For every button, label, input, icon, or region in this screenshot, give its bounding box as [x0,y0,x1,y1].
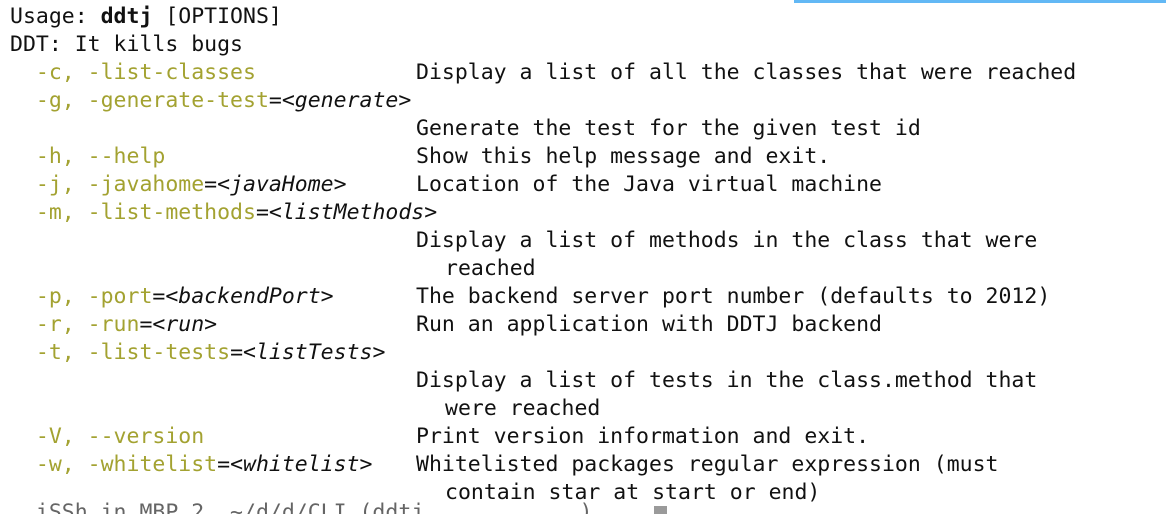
option-flags: -t, -list-tests [35,340,231,365]
option-description: Print version information and exit. [416,424,870,449]
option-description: Display a list of methods in the class t… [416,228,1038,253]
option-arg: <javaHome> [217,172,347,197]
option-eq: = [152,284,166,309]
option-description: The backend server port number (defaults… [416,284,1051,309]
option-flags: -c, -list-classes [35,60,256,85]
option-description-cont: reached [445,256,536,281]
option-description-cont: contain star at start or end) [445,480,821,505]
option-arg: <generate> [281,88,412,113]
option-row: -g, -generate-test=<generate> [10,87,1166,115]
option-arg: <listTests> [243,340,386,365]
option-row: -h, --help Show this help message and exi… [10,143,1166,171]
option-description-continuation: reached [10,255,1166,283]
option-description-row: Display a list of methods in the class t… [10,227,1166,255]
option-arg: <listMethods> [268,200,438,225]
option-row: -c, -list-classes Display a list of all t… [10,59,1166,87]
shell-prompt: iSSh in MBP 2 ~/d/d/CLI (ddtj ..........… [10,500,619,514]
option-description-cont: were reached [445,396,601,421]
usage-suffix: [OPTIONS] [152,4,282,29]
option-description-row: Generate the test for the given test id [10,115,1166,143]
option-flags: -p, -port [35,284,153,309]
usage-line: Usage: ddtj [OPTIONS] [10,3,1166,31]
option-flags: -V, --version [35,424,205,449]
option-eq: = [217,452,231,477]
option-flags: -m, -list-methods [35,200,256,225]
option-eq: = [204,172,218,197]
option-arg: <run> [152,312,218,337]
usage-prefix: Usage: [10,4,101,29]
option-eq: = [139,312,153,337]
option-description-row: Display a list of tests in the class.met… [10,367,1166,395]
option-row: -p, -port=<backendPort> The backend serve… [10,283,1166,311]
command-name: ddtj [100,4,153,29]
option-description-continuation: contain star at start or end) [10,479,1166,507]
option-description: Location of the Java virtual machine [416,172,882,197]
option-arg: <whitelist> [230,452,373,477]
option-flags: -w, -whitelist [35,452,218,477]
option-description: Generate the test for the given test id [416,116,921,141]
option-eq: = [268,88,282,113]
option-row: -V, --version Print version information a… [10,423,1166,451]
option-row: -r, -run=<run> Run an application with DD… [10,311,1166,339]
tagline: DDT: It kills bugs [10,32,243,57]
option-flags: -j, -javahome [35,172,205,197]
option-flags: -h, --help [35,144,166,169]
option-flags: -g, -generate-test [35,88,269,113]
option-description-continuation: were reached [10,395,1166,423]
option-row: -j, -javahome=<javaHome> Location of the … [10,171,1166,199]
option-eq: = [255,200,269,225]
terminal-output: Usage: ddtj [OPTIONS] DDT: It kills bugs… [10,3,1166,507]
option-eq: = [230,340,244,365]
option-description: Show this help message and exit. [416,144,831,169]
option-description: Whitelisted packages regular expression … [416,452,999,477]
option-row: -w, -whitelist=<whitelist> Whitelisted pa… [10,451,1166,479]
option-flags: -r, -run [35,312,140,337]
option-arg: <backendPort> [165,284,334,309]
option-row: -m, -list-methods=<listMethods> [10,199,1166,227]
option-description: Display a list of all the classes that w… [416,60,1077,85]
option-row: -t, -list-tests=<listTests> [10,339,1166,367]
option-description: Display a list of tests in the class.met… [416,368,1038,393]
window-accent-bar [794,0,1166,3]
terminal-cursor[interactable] [654,506,667,514]
option-description: Run an application with DDTJ backend [416,312,882,337]
